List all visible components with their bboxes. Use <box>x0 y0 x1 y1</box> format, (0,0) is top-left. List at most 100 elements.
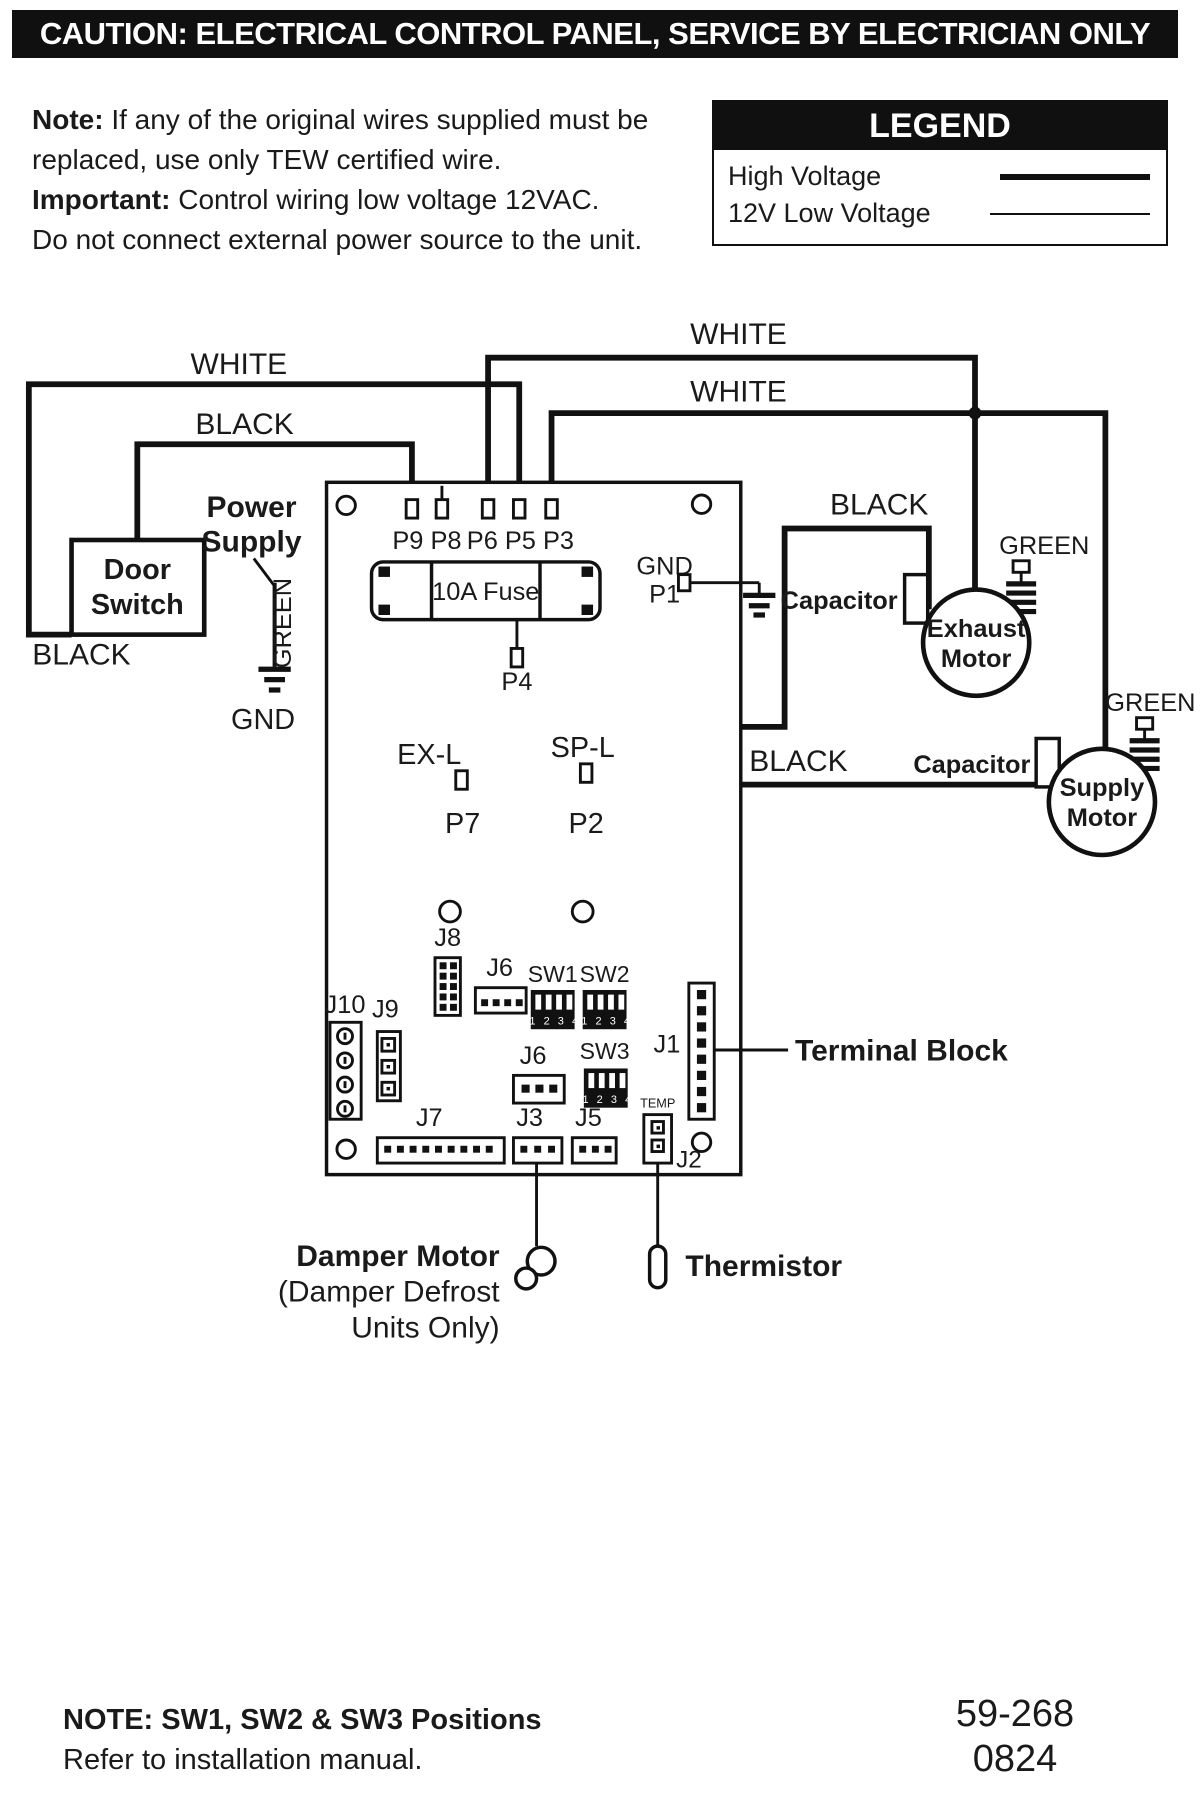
sw2-positions: 1 2 3 4 <box>581 1016 632 1028</box>
exhaust-motor-label-1: Exhaust <box>927 615 1026 643</box>
pin-p6 <box>480 498 496 520</box>
gnd-p1: GND P1 <box>636 553 776 618</box>
label-gnd-left: GND <box>231 704 295 736</box>
label-p2: P2 <box>569 808 604 840</box>
label-p6p5p3: P6 P5 P3 <box>467 527 574 555</box>
label-j3: J3 <box>516 1104 543 1132</box>
label-black-top: BLACK <box>195 408 293 441</box>
mount-hole <box>690 493 713 515</box>
sw3-positions: 1 2 3 4 <box>582 1094 633 1106</box>
connector-j6-bottom: J6 <box>512 1042 566 1105</box>
connector-j9: J9 <box>372 996 402 1103</box>
legend-title: LEGEND <box>714 102 1166 150</box>
damper-label-3: Units Only) <box>351 1311 499 1344</box>
supply-motor-label-2: Motor <box>1067 804 1138 832</box>
connector-j1: J1 Terminal Block <box>654 981 1008 1121</box>
label-white-mid: WHITE <box>690 376 787 409</box>
label-terminal-block: Terminal Block <box>795 1034 1008 1067</box>
pin-p9 <box>404 498 420 520</box>
note-label: Note: <box>32 104 104 135</box>
power-supply-label-2: Supply <box>202 526 302 559</box>
footer-note: NOTE: SW1, SW2 & SW3 Positions Refer to … <box>63 1700 542 1780</box>
label-sw1: SW1 <box>528 961 578 987</box>
pin-p2 <box>578 762 594 784</box>
connector-j5: J5 <box>570 1104 618 1165</box>
legend-row-low-voltage: 12V Low Voltage <box>728 195 1150 232</box>
important-label: Important: <box>32 184 171 215</box>
dip-switch-sw3: SW3 1 2 3 4 <box>580 1038 633 1108</box>
part-number-block: 59-268 0824 <box>930 1692 1100 1782</box>
label-j9: J9 <box>372 996 399 1024</box>
ground-symbol-left <box>258 666 291 693</box>
pin-p1 <box>677 573 692 593</box>
label-white-left: WHITE <box>191 348 288 381</box>
label-black-exhaust: BLACK <box>830 489 928 522</box>
wire-white-left <box>25 381 523 638</box>
label-capacitor-exhaust: Capacitor <box>781 587 898 615</box>
note-block: Note: If any of the original wires suppl… <box>32 100 692 260</box>
damper-label-1: Damper Motor <box>296 1240 500 1273</box>
fuse: 10A Fuse P4 <box>369 560 602 696</box>
note-text: If any of the original wires supplied mu… <box>32 104 649 175</box>
part-code: 0824 <box>972 1738 1058 1780</box>
label-black-left: BLACK <box>32 639 130 672</box>
label-green-supply: GREEN <box>1105 689 1195 717</box>
mount-hole <box>690 1131 713 1153</box>
dip-switch-sw2: SW2 1 2 3 4 <box>580 961 632 1030</box>
label-p9p8: P9 P8 <box>392 527 461 555</box>
supply-motor-label-1: Supply <box>1060 774 1145 802</box>
important-text: Control wiring low voltage 12VAC. <box>170 184 600 215</box>
supply-motor <box>1046 746 1158 858</box>
footer-note-line2: Refer to installation manual. <box>63 1744 423 1776</box>
legend-line-low-voltage <box>990 212 1150 215</box>
label-thermistor: Thermistor <box>685 1250 842 1283</box>
ground-symbol-p1 <box>743 582 776 618</box>
power-supply: Power Supply GREEN GND <box>202 491 302 736</box>
footer-note-line1: NOTE: SW1, SW2 & SW3 Positions <box>63 1704 542 1736</box>
connector-j8: J8 <box>433 924 462 1017</box>
caution-banner-text: CAUTION: ELECTRICAL CONTROL PANEL, SERVI… <box>39 16 1151 51</box>
label-sw3: SW3 <box>580 1038 630 1064</box>
capacitor-exhaust-symbol <box>902 572 930 625</box>
power-supply-leader <box>252 557 276 588</box>
pin-p5 <box>512 498 527 520</box>
exhaust-motor <box>920 587 1032 699</box>
label-j5: J5 <box>575 1104 602 1132</box>
ex-l-sp-l: EX-L SP-L P7 P2 <box>397 732 615 840</box>
label-green-exhaust: GREEN <box>999 532 1089 560</box>
label-p4: P4 <box>501 668 532 696</box>
label-j6-top: J6 <box>486 954 513 982</box>
connector-j2: TEMP J2 <box>640 1097 702 1174</box>
damper-label-2: (Damper Defrost <box>278 1276 500 1309</box>
connector-j6-top: J6 <box>473 954 528 1015</box>
damper-motor: Damper Motor (Damper Defrost Units Only) <box>278 1163 557 1344</box>
label-j8: J8 <box>434 924 461 952</box>
label-j10: J10 <box>325 991 366 1019</box>
label-sp-l: SP-L <box>551 732 615 764</box>
note2-text: Do not connect external power source to … <box>32 224 643 255</box>
thermistor: Thermistor <box>647 1163 842 1290</box>
door-switch: Door Switch <box>69 537 207 637</box>
label-ex-l: EX-L <box>397 739 461 771</box>
label-temp: TEMP <box>640 1097 675 1111</box>
door-switch-label-2: Switch <box>91 589 184 621</box>
door-switch-label-1: Door <box>104 554 171 586</box>
pin-p7 <box>454 769 469 791</box>
pin-p8 <box>434 498 450 520</box>
fuse-label: 10A Fuse <box>432 578 539 606</box>
label-p7: P7 <box>445 808 480 840</box>
label-black-supply: BLACK <box>749 745 847 778</box>
connector-j10: J10 <box>325 991 366 1121</box>
dip-switch-sw1: SW1 1 2 3 4 <box>528 961 578 1030</box>
mount-hole <box>335 1138 357 1160</box>
mount-hole <box>570 899 595 924</box>
wire-black-doorswitch-to-p9 <box>134 441 415 540</box>
label-j2: J2 <box>676 1147 702 1174</box>
power-supply-label-1: Power <box>207 491 297 524</box>
supply-motor-branch: BLACK Capacitor GREEN Supply Motor <box>749 689 1196 858</box>
capacitor-supply-symbol <box>1034 736 1061 789</box>
wire-white-top-to-exhaust <box>485 354 978 590</box>
mount-hole <box>438 899 462 924</box>
